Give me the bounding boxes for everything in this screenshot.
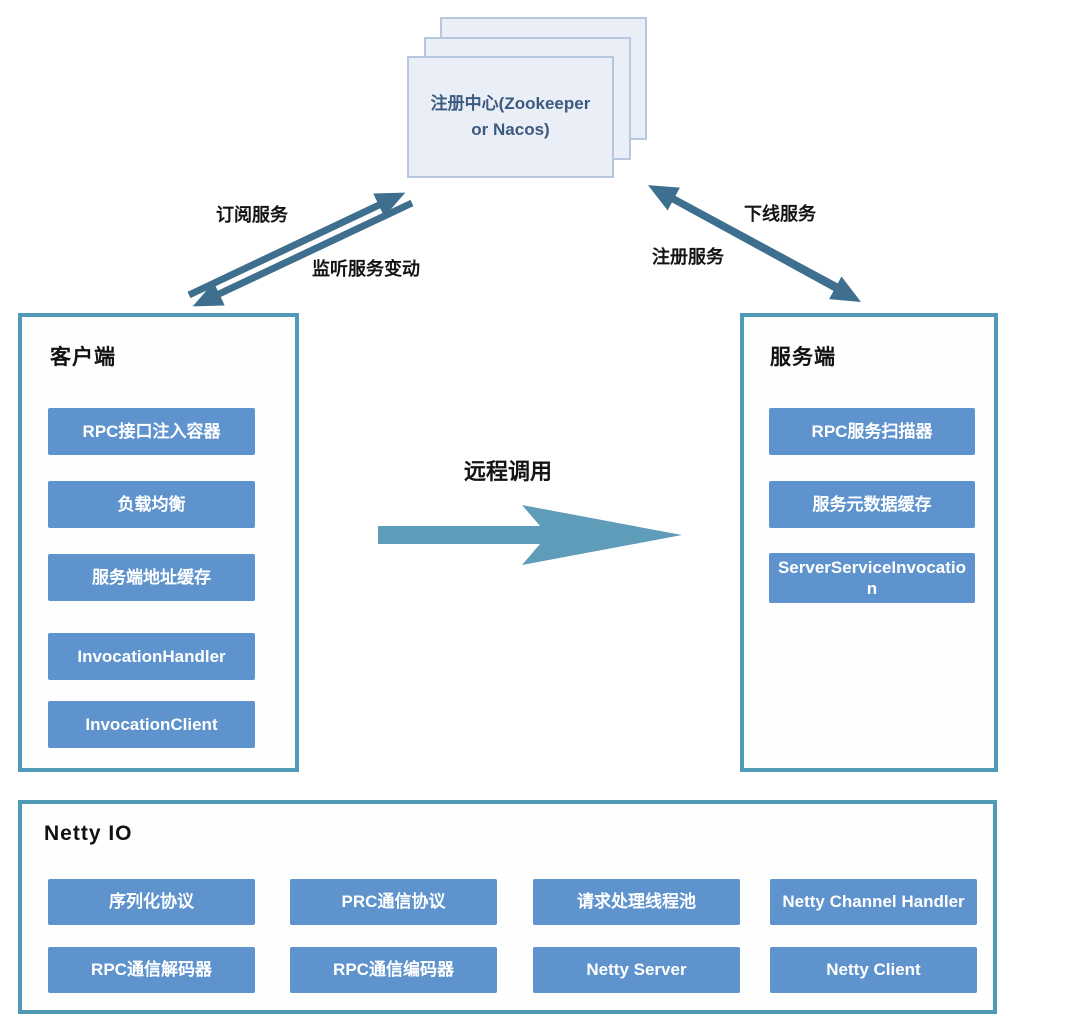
netty-io-box: Netty IO 序列化协议 PRC通信协议 请求处理线程池 Netty Cha…	[18, 800, 997, 1014]
server-title: 服务端	[770, 346, 836, 369]
module-netty-server: Netty Server	[533, 947, 740, 993]
server-box: 服务端 RPC服务扫描器 服务元数据缓存 ServerServiceInvoca…	[740, 313, 998, 772]
client-title: 客户端	[50, 346, 116, 369]
module-netty-client: Netty Client	[770, 947, 977, 993]
offline-label: 下线服务	[744, 204, 816, 224]
netty-title: Netty IO	[44, 822, 133, 845]
module-invocation-handler: InvocationHandler	[48, 633, 255, 680]
module-rpc-comm-decoder: RPC通信解码器	[48, 947, 255, 993]
module-service-metadata-cache: 服务元数据缓存	[769, 481, 975, 528]
module-rpc-interface-injector: RPC接口注入容器	[48, 408, 255, 455]
subscribe-label: 订阅服务	[216, 205, 288, 225]
module-server-service-invocation: ServerServiceInvocation	[769, 553, 975, 603]
module-server-address-cache: 服务端地址缓存	[48, 554, 255, 601]
register-label: 注册服务	[652, 247, 724, 267]
remote-call-label: 远程调用	[463, 459, 553, 484]
client-box: 客户端 RPC接口注入容器 负载均衡 服务端地址缓存 InvocationHan…	[18, 313, 299, 772]
module-invocation-client: InvocationClient	[48, 701, 255, 748]
watch-label: 监听服务变动	[312, 259, 420, 279]
module-request-thread-pool: 请求处理线程池	[533, 879, 740, 925]
module-serialization-protocol: 序列化协议	[48, 879, 255, 925]
module-prc-comm-protocol: PRC通信协议	[290, 879, 497, 925]
remote-call-arrow	[378, 505, 682, 565]
module-rpc-comm-encoder: RPC通信编码器	[290, 947, 497, 993]
registry-node: 注册中心(Zookeeper or Nacos)	[407, 56, 614, 178]
module-netty-channel-handler: Netty Channel Handler	[770, 879, 977, 925]
module-load-balancer: 负载均衡	[48, 481, 255, 528]
module-rpc-service-scanner: RPC服务扫描器	[769, 408, 975, 455]
